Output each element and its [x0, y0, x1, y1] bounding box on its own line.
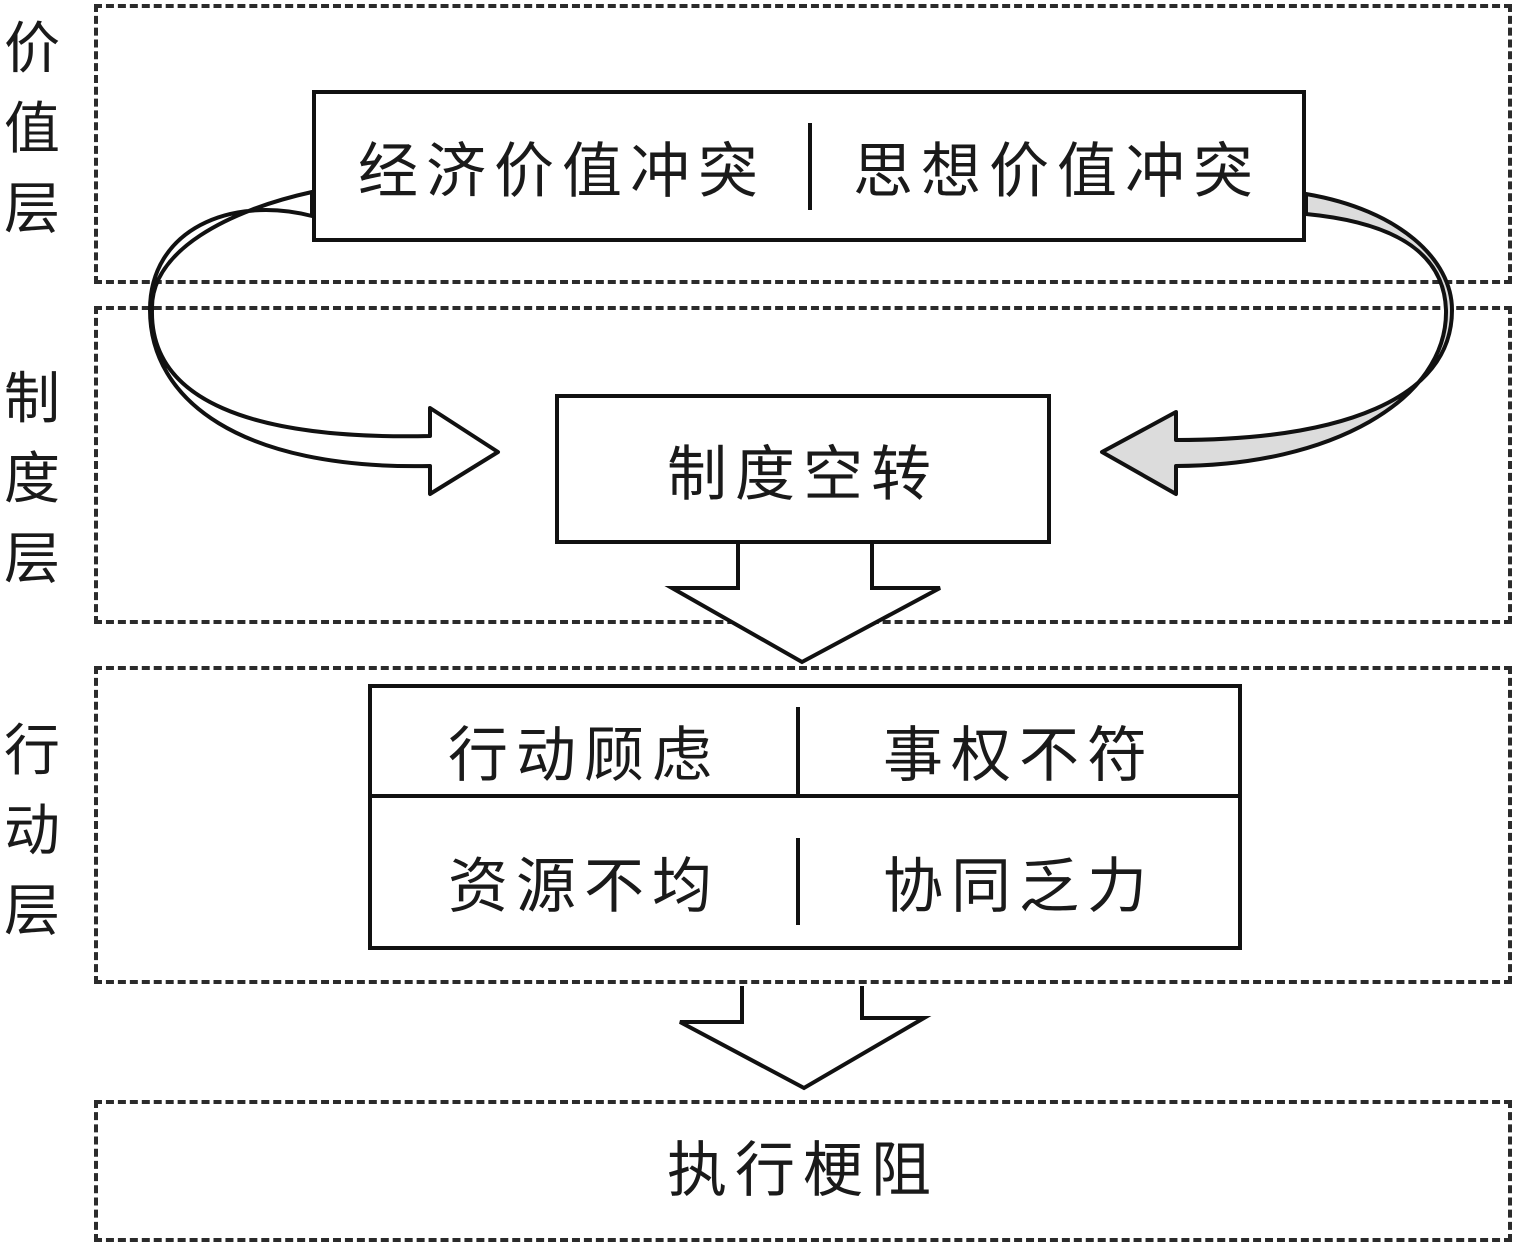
institution-layer-label: 制 度 层	[4, 367, 60, 592]
right-curved-arrow	[1100, 192, 1454, 496]
down-arrow-action-to-result	[679, 986, 932, 1091]
left-curved-arrow	[148, 190, 500, 496]
value-layer-label: 价 值 层	[4, 17, 60, 242]
action-layer-label: 行 动 层	[4, 719, 60, 944]
execution-obstruction-label: 执行梗阻	[667, 1136, 939, 1206]
result-layer-frame	[94, 1100, 1512, 1242]
value-conflict-box: 经济价值冲突 思想价值冲突	[312, 90, 1306, 242]
down-arrow-institution-to-action	[664, 542, 941, 665]
coordination-weakness-cell: 协同乏力	[883, 851, 1155, 922]
action-layer-frame	[94, 666, 1512, 984]
ideological-value-conflict: 思想价值冲突	[853, 136, 1261, 207]
authority-mismatch-cell: 事权不符	[800, 707, 1238, 798]
resource-imbalance-cell: 资源不均	[372, 837, 800, 925]
action-concern-cell: 行动顾虑	[372, 706, 800, 798]
economic-value-conflict: 经济价值冲突	[316, 122, 812, 210]
institution-idling-box: 制度空转	[555, 394, 1051, 544]
value-layer-frame	[94, 4, 1512, 284]
action-issues-grid: 行动顾虑 事权不符 资源不均 协同乏力	[368, 684, 1242, 950]
